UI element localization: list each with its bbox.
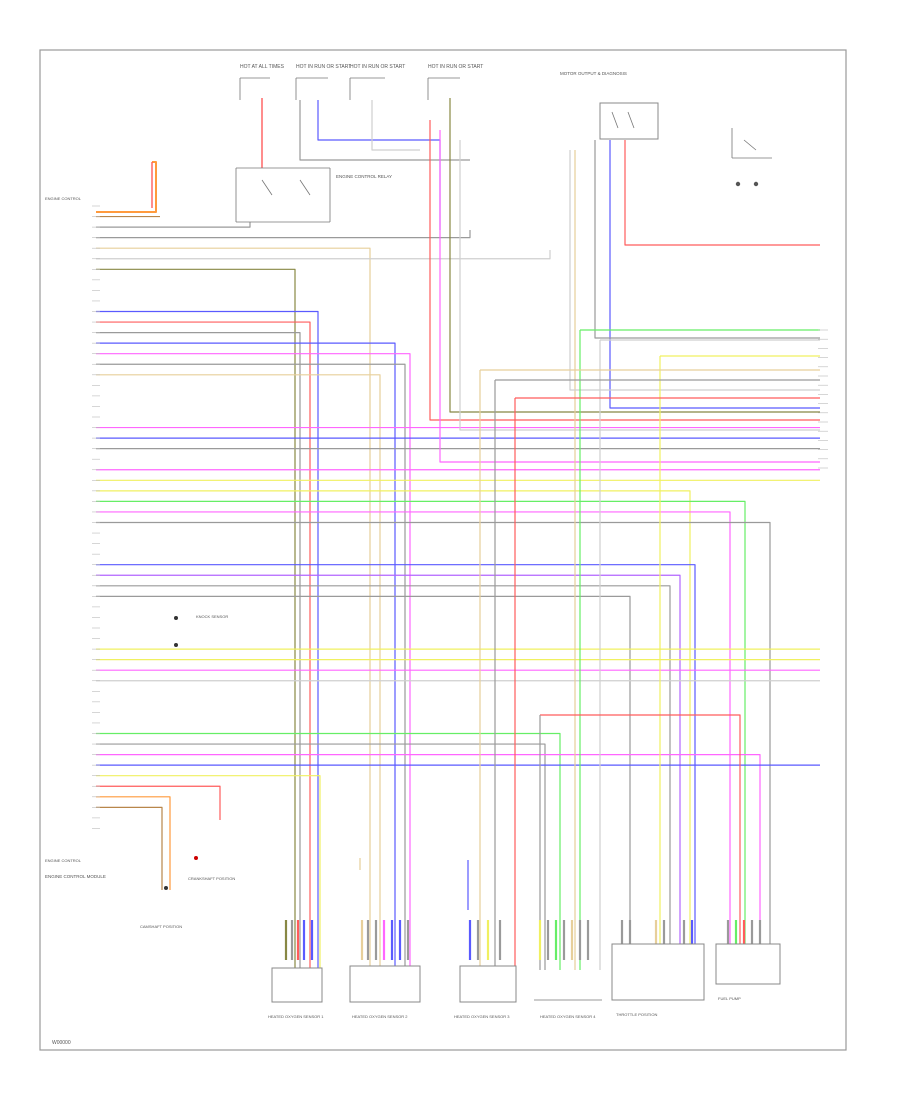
bottom-component-5: THROTTLE POSITION [611,943,705,1017]
fuse-box-2-label: HOT IN RUN OR START [296,64,351,70]
wire [449,98,820,413]
wire [659,355,820,970]
bottom-component-6-label: FUEL PUMP [718,996,741,1001]
engine-control-relay: ENGINE CONTROL RELAY [235,167,392,223]
pin-wire [96,490,691,970]
wire [514,397,820,970]
bottom-component-5-label: THROTTLE POSITION [616,1012,657,1017]
bottom-component-1: HEATED OXYGEN SENSOR 1 [268,967,324,1019]
wire [624,140,820,246]
pin-wire [96,222,251,228]
pin-wire [96,321,311,970]
bottom-component-1-label: HEATED OXYGEN SENSOR 1 [268,1014,324,1019]
pin-wire [96,743,546,970]
engine-module-label: ENGINE CONTROL MODULE [45,874,106,879]
wire [579,329,820,970]
pin-wire [96,564,696,970]
wire [299,100,470,161]
wire [439,130,820,463]
bottom-component-3: HEATED OXYGEN SENSOR 3 [454,965,517,1019]
pin-wire [96,775,321,970]
side-component-1: CRANKSHAFT POSITION [188,856,235,881]
bottom-component-6: FUEL PUMP [715,943,781,1001]
fuse-box-4: HOT IN RUN OR START [427,64,483,100]
wire [479,369,820,970]
side-component-3-label: KNOCK SENSOR [196,614,228,619]
pin-wire [96,785,221,820]
left-block-label-bottom: ENGINE CONTROL [45,858,82,863]
wire [599,339,820,970]
pin-wire [96,732,561,970]
pin-wire [96,806,163,890]
diagram-frame [39,49,847,1051]
pin-wire [96,511,731,970]
bottom-component-4-label: HEATED OXYGEN SENSOR 4 [540,1014,596,1019]
wire [494,379,820,970]
pin-labels [92,205,100,829]
pin-wire [96,754,761,970]
top-fuse-group: HOT AT ALL TIMES HOT IN RUN OR START HOT… [239,64,483,100]
pin-wire [96,353,411,970]
wire-layer [96,98,820,970]
bottom-component-3-label: HEATED OXYGEN SENSOR 3 [454,1014,510,1019]
pin-wire [96,230,471,239]
pin-wire [96,247,371,970]
bottom-component-2: HEATED OXYGEN SENSOR 2 [349,965,421,1019]
fuse-box-4-label: HOT IN RUN OR START [428,64,483,70]
bottom-component-4: HEATED OXYGEN SENSOR 4 [534,999,602,1019]
fuse-box-1: HOT AT ALL TIMES [239,64,285,100]
pin-wire [96,363,406,970]
wire [459,140,820,431]
wire [429,120,820,421]
fuse-box-3-label: HOT IN RUN OR START [350,64,405,70]
wire [371,100,420,151]
wire [594,140,820,339]
pin-wire [96,250,551,260]
wire [609,140,820,409]
wire [317,100,441,230]
pin-wire [96,574,681,970]
pin-wire [96,332,301,970]
side-component-2: CAMSHAFT POSITION [140,886,182,929]
fuse-box-2: HOT IN RUN OR START [295,64,351,100]
pin-wire [96,585,671,970]
pin-wire [96,595,631,970]
wire [96,161,157,213]
pin-wire [96,521,771,970]
right-top-component: MOTOR OUTPUT & DIAGNOSIS [560,71,659,140]
pin-wire [96,268,296,970]
relay-label: ENGINE CONTROL RELAY [336,174,392,179]
pin-wire [96,310,319,970]
wire [569,150,820,391]
right-top-label: MOTOR OUTPUT & DIAGNOSIS [560,71,627,76]
right-pin-labels [818,329,828,469]
wire [540,714,741,970]
left-block-label: ENGINE CONTROL [45,196,82,201]
pin-wire [96,500,746,970]
pin-wire [96,374,381,970]
bottom-component-2-label: HEATED OXYGEN SENSOR 2 [352,1014,408,1019]
pin-wire [96,796,171,890]
side-component-1-label: CRANKSHAFT POSITION [188,876,235,881]
fuse-box-1-label: HOT AT ALL TIMES [240,64,285,70]
side-component-2-label: CAMSHAFT POSITION [140,924,182,929]
side-component-3: KNOCK SENSOR [174,614,228,647]
pin-wire [96,342,396,970]
right-switch [731,128,772,187]
fuse-box-3: HOT IN RUN OR START [349,64,405,100]
bottom-components: HEATED OXYGEN SENSOR 1 HEATED OXYGEN SEN… [268,943,781,1019]
footer-code: W00000 [52,1040,71,1046]
